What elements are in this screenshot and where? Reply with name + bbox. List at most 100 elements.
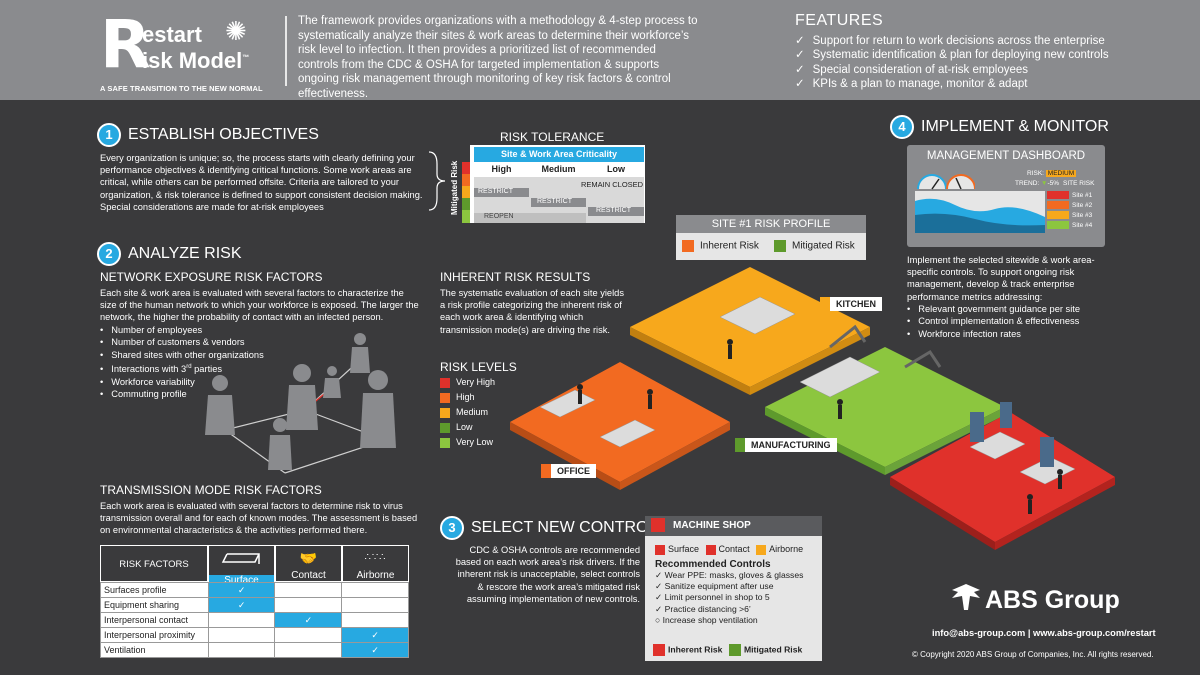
table-row: Interpersonal contact✓ [100, 612, 409, 628]
logo-restart-text: estart [142, 22, 202, 47]
network-item: Shared sites with other organizations [100, 349, 300, 361]
step-1-body: Every organization is unique; so, the pr… [100, 153, 423, 212]
brace-icon [428, 151, 446, 211]
management-dashboard: MANAGEMENT DASHBOARD RISK: MEDIUM TREND:… [907, 145, 1105, 247]
contact-column-header: 🤝 Contact [275, 545, 342, 582]
abs-group-brand: ABS Group [985, 586, 1120, 614]
risk-levels-title: RISK LEVELS [440, 360, 517, 374]
restrict-label: RESTRICT [531, 198, 586, 207]
header-divider [285, 16, 287, 86]
circle-icon: ○ [655, 614, 663, 625]
network-risk-body: Each site & work area is evaluated with … [100, 288, 419, 323]
machine-shop-modes: Surface Contact Airborne [645, 536, 822, 555]
mitigated-risk-axis-label: Mitigated Risk [450, 160, 459, 215]
site-risk-profile-box: SITE #1 RISK PROFILE Inherent Risk Mitig… [676, 215, 866, 260]
col-medium: Medium [531, 163, 586, 176]
transmission-risk-body: Each work area is evaluated with several… [100, 501, 418, 536]
intro-text: The framework provides organizations wit… [298, 15, 698, 100]
risk-color-scale [462, 145, 470, 223]
network-item: Number of customers & vendors [100, 336, 300, 348]
recommended-controls-list: ✓ Wear PPE: masks, gloves & glasses ✓ Sa… [645, 570, 822, 626]
network-item: Number of employees [100, 324, 300, 336]
network-risk-title: NETWORK EXPOSURE RISK FACTORS [100, 270, 323, 284]
site-risk-item: Site #2 [1047, 201, 1097, 211]
control-item: ✓ Wear PPE: masks, gloves & glasses [655, 569, 804, 580]
step-3-body: CDC & OSHA controls are recommended base… [455, 545, 640, 604]
checkmark-icon: ✓ [655, 603, 665, 614]
restart-risk-model-logo: R estart ✺ isk Model™ A SAFE TRANSITION … [100, 12, 270, 97]
risk-level-low: Low [440, 422, 530, 437]
risk-level-very-low: Very Low [440, 437, 530, 452]
step-1-badge: 1 [97, 123, 121, 147]
step-1-title: ESTABLISH OBJECTIVES [128, 126, 319, 143]
table-row: Equipment sharing✓ [100, 597, 409, 613]
metric-item: Workforce infection rates [907, 328, 1117, 340]
virus-icon: ✺ [225, 16, 247, 46]
site-floorplan-illustration [510, 267, 1115, 550]
dashboard-title: MANAGEMENT DASHBOARD [926, 150, 1086, 162]
handshake-icon: 🤝 [299, 550, 318, 566]
control-item: ✓ Sanitize equipment after use [655, 580, 774, 591]
manufacturing-label: MANUFACTURING [735, 438, 837, 452]
restrict-label: RESTRICT [474, 188, 529, 197]
human-network-illustration [205, 333, 396, 474]
eagle-icon [952, 584, 980, 610]
office-label: OFFICE [541, 464, 596, 478]
control-item: ✓ Limit personnel in shop to 5 [655, 592, 770, 603]
step-4-metrics-list: Relevant government guidance per site Co… [907, 303, 1117, 340]
col-high: High [474, 163, 529, 176]
mitigated-risk-legend: Mitigated Risk [774, 240, 855, 252]
step-2-badge: 2 [97, 242, 121, 266]
col-low: Low [588, 163, 644, 176]
logo-r-glyph: R [100, 6, 151, 83]
control-item: ○ Increase shop ventilation [655, 614, 758, 625]
dashboard-trend-readout: TREND: ▼-5% [1015, 180, 1060, 187]
logo-tagline: A SAFE TRANSITION TO THE NEW NORMAL [100, 84, 263, 93]
risk-level-very-high: Very High [440, 377, 530, 392]
risk-tolerance-title: RISK TOLERANCE [500, 130, 605, 144]
contact-links[interactable]: info@abs-group.com | www.abs-group.com/r… [932, 628, 1156, 638]
transmission-factors-table: RISK FACTORS Surface 🤝 Contact ∴∵∴ Airbo… [100, 545, 410, 660]
site-risk-profile-title: SITE #1 RISK PROFILE [676, 215, 866, 233]
machine-shop-inherent-risk: Inherent Risk [653, 644, 722, 656]
network-item: Commuting profile [100, 388, 300, 400]
feature-item: Special consideration of at-risk employe… [795, 63, 1175, 77]
machine-shop-controls-card: MACHINE SHOP Surface Contact Airborne Re… [645, 516, 822, 661]
step-2-title: ANALYZE RISK [128, 245, 242, 262]
dashboard-risk-readout: RISK: MEDIUM [1027, 170, 1077, 177]
table-row: Ventilation✓ [100, 642, 409, 658]
checkmark-icon: ✓ [655, 569, 665, 580]
area-trend-chart [915, 191, 1045, 233]
copyright-text: © Copyright 2020 ABS Group of Companies,… [912, 650, 1154, 659]
table-row: Surfaces profile✓ [100, 582, 409, 598]
metric-item: Control implementation & effectiveness [907, 315, 1117, 327]
risk-tolerance-matrix: Mitigated Risk Site & Work Area Critical… [448, 145, 645, 223]
machine-shop-header: MACHINE SHOP [645, 516, 822, 536]
inherent-risk-body: The systematic evaluation of each site y… [440, 288, 624, 335]
kitchen-label: KITCHEN [820, 297, 882, 311]
transmission-risk-title: TRANSMISSION MODE RISK FACTORS [100, 483, 322, 497]
step-4-title: IMPLEMENT & MONITOR [921, 118, 1109, 135]
site-risk-item: Site #1 [1047, 191, 1097, 201]
recommended-controls-title: Recommended Controls [655, 558, 771, 570]
step-3-badge: 3 [440, 516, 464, 540]
risk-level-high: High [440, 392, 530, 407]
control-item: ✓ Practice distancing >6’ [655, 603, 751, 614]
site-risk-item: Site #3 [1047, 211, 1097, 221]
network-item: Workforce variability [100, 376, 300, 388]
logo-risk-model-text: isk Model™ [142, 48, 250, 73]
step-3-title: SELECT NEW CONTROLS [471, 519, 669, 536]
metric-item: Relevant government guidance per site [907, 303, 1117, 315]
feature-item: Systematic identification & plan for dep… [795, 48, 1175, 62]
risk-level-medium: Medium [440, 407, 530, 422]
restrict-label: RESTRICT [588, 207, 644, 216]
reopen-label: REOPEN [474, 213, 586, 223]
network-item: Interactions with 3rd parties [100, 361, 300, 376]
transmission-table-body: Surfaces profile✓ Equipment sharing✓ Int… [100, 582, 409, 658]
inherent-risk-title: INHERENT RISK RESULTS [440, 270, 591, 284]
inherent-risk-legend: Inherent Risk [682, 240, 759, 252]
features-list: Support for return to work decisions acr… [795, 34, 1175, 92]
site-risk-list: Site #1 Site #2 Site #3 Site #4 [1047, 191, 1097, 231]
surface-column-header: Surface [208, 545, 275, 587]
step-4-body: Implement the selected sitewide & work a… [907, 255, 1095, 302]
